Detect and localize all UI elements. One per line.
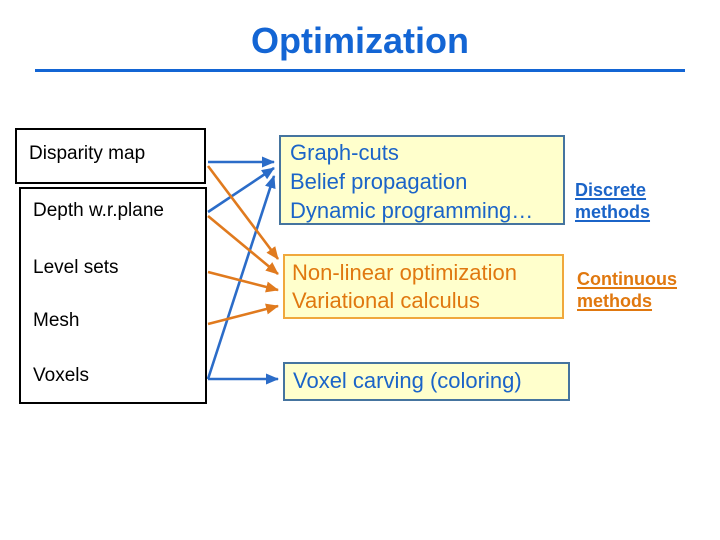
arrow-mesh-to-continuous-box bbox=[207, 303, 279, 326]
representation-item-depth-plane: Depth w.r.plane bbox=[33, 200, 164, 221]
representation-box-list: Depth w.r.plane Level sets Mesh Voxels bbox=[19, 187, 207, 404]
representation-item-voxels: Voxels bbox=[33, 365, 89, 386]
representation-box-disparity: Disparity map bbox=[15, 128, 206, 184]
method-line-variational-calculus: Variational calculus bbox=[292, 288, 480, 313]
continuous-methods-label: Continuous methods bbox=[577, 269, 677, 311]
voxel-carving-box: Voxel carving (coloring) bbox=[283, 362, 570, 401]
arrow-voxels-to-discrete-box bbox=[206, 175, 276, 380]
representation-item-disparity-map: Disparity map bbox=[29, 143, 146, 164]
representation-item-mesh: Mesh bbox=[33, 310, 80, 331]
arrow-disparity-to-continuous-box bbox=[206, 165, 280, 260]
arrow-depth-to-continuous-box bbox=[207, 214, 279, 276]
discrete-methods-box: Graph-cuts Belief propagation Dynamic pr… bbox=[279, 135, 565, 225]
arrow-level-sets-to-continuous-box bbox=[207, 270, 279, 293]
arrow-depth-to-discrete-box bbox=[207, 166, 275, 214]
page-title: Optimization bbox=[251, 20, 469, 61]
representation-item-level-sets: Level sets bbox=[33, 257, 119, 278]
method-line-dynamic-programming: Dynamic programming… bbox=[290, 198, 534, 223]
method-line-graph-cuts: Graph-cuts bbox=[290, 140, 399, 165]
discrete-methods-label: Discrete methods bbox=[575, 180, 651, 222]
continuous-methods-box: Non-linear optimization Variational calc… bbox=[283, 254, 564, 319]
method-line-belief-propagation: Belief propagation bbox=[290, 169, 468, 194]
title-underline-rule bbox=[35, 69, 685, 72]
method-line-nonlinear-optimization: Non-linear optimization bbox=[292, 260, 517, 285]
method-line-voxel-carving: Voxel carving (coloring) bbox=[293, 368, 522, 393]
